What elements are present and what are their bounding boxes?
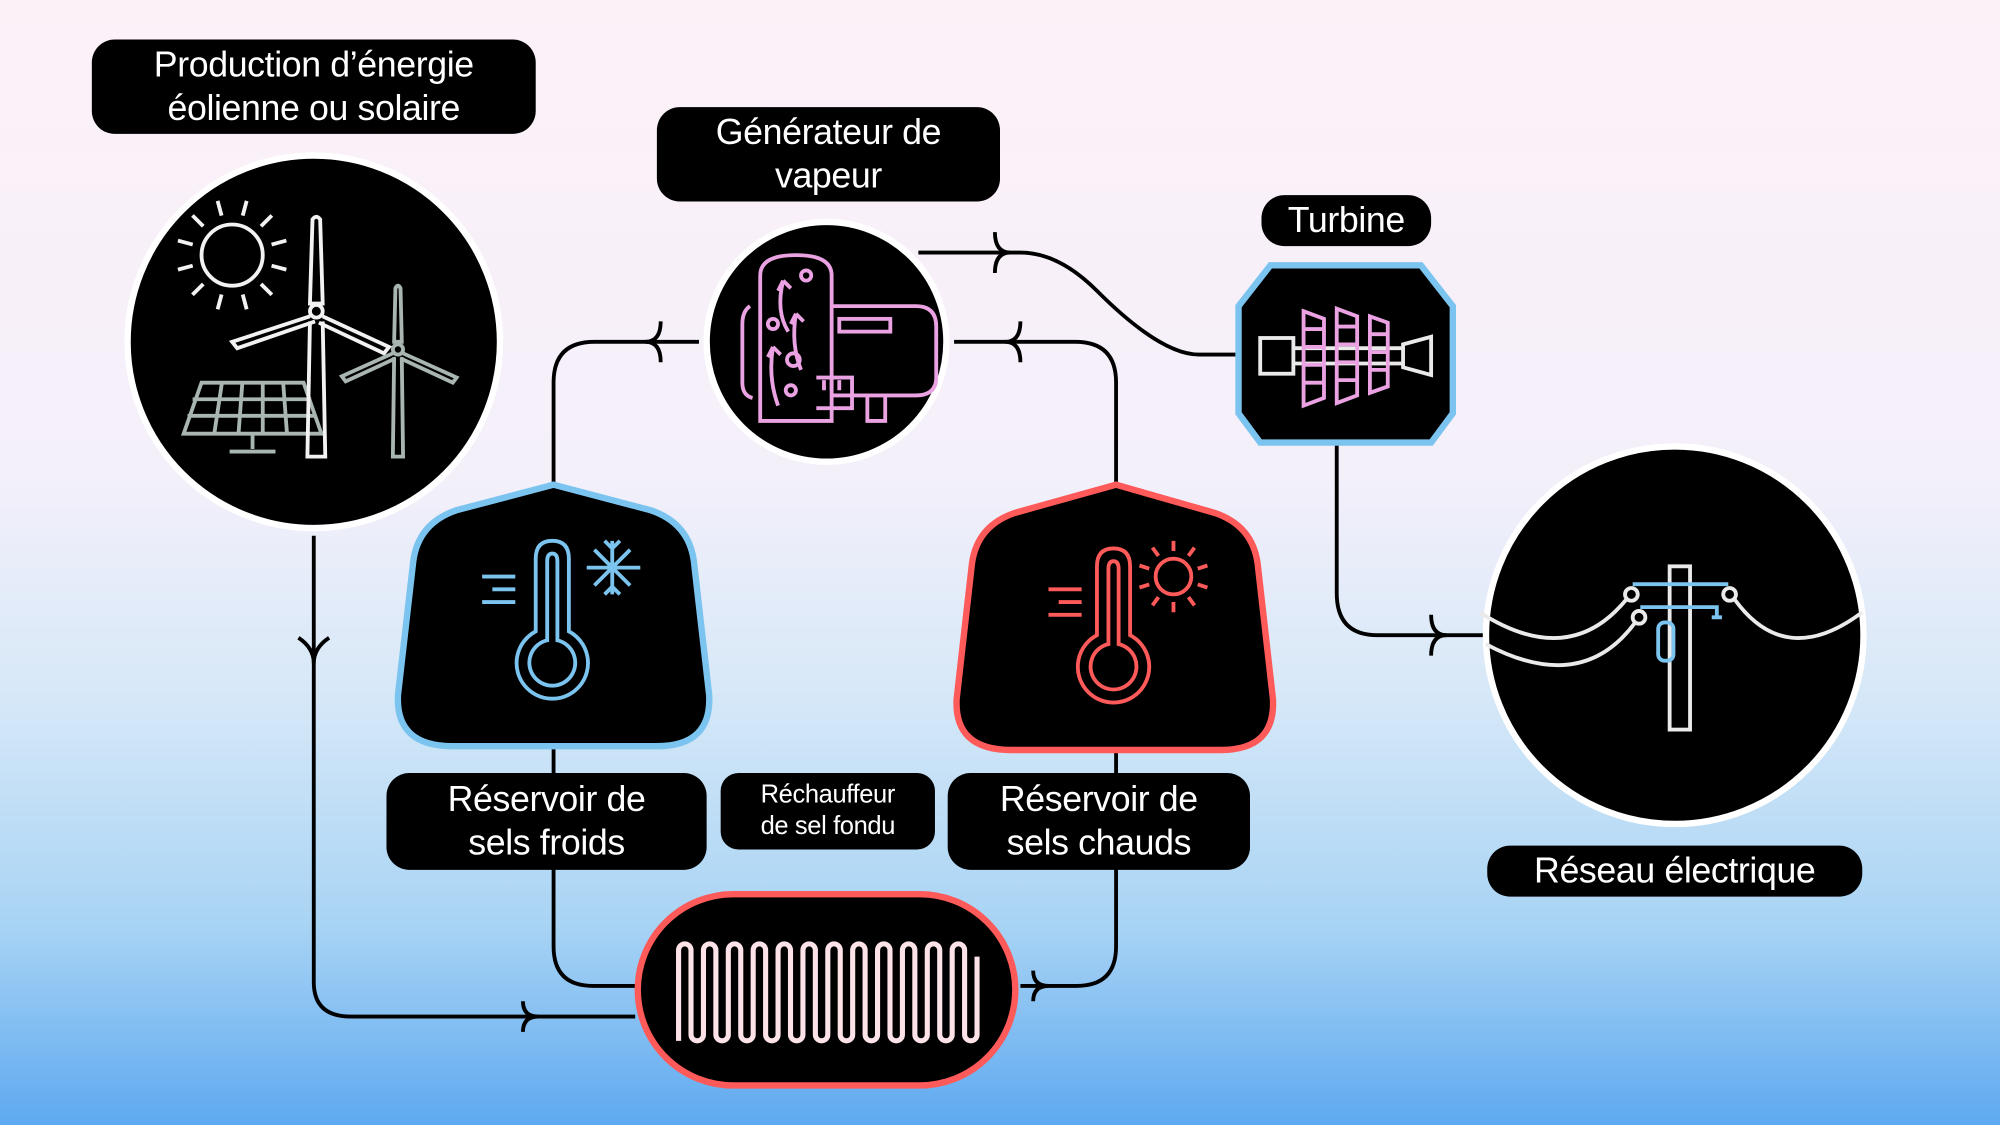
label-heater: Réchauffeur de sel fondu [720, 772, 935, 850]
wind-turbine-small-icon [338, 283, 460, 459]
arrow-icon [1429, 614, 1447, 656]
connector-steam-to-turbine [918, 250, 1238, 357]
wind-turbine-icon [228, 214, 393, 459]
arrow-icon [297, 636, 331, 664]
sun-hot-icon [1138, 540, 1209, 613]
turbine-node [1235, 262, 1456, 446]
label-line: vapeur [774, 155, 882, 196]
connector-turbine-to-grid [1334, 443, 1486, 638]
arrow-icon [521, 1001, 539, 1032]
hot-thermometer-icon [1048, 546, 1152, 705]
label-cold-tank: Réservoir de sels froids [386, 772, 707, 870]
steam-generator-node [703, 218, 950, 465]
label-turbine: Turbine [1261, 195, 1432, 247]
connector-heater-to-hot [1020, 749, 1118, 988]
sun-ray [177, 200, 287, 310]
molten-salt-heater-node [634, 890, 1019, 1089]
power-grid-node [1478, 443, 1867, 828]
connectors [297, 232, 1486, 1032]
label-power-grid: Réseau électrique [1487, 845, 1863, 897]
label-line: de sel fondu [760, 812, 896, 841]
label-line: Réchauffeur [760, 780, 896, 809]
label-line: Production d’énergie [153, 44, 474, 85]
label-renewable-production: Production d’énergie éolienne ou solaire [91, 39, 536, 134]
connector-energy-to-heater [311, 535, 636, 1019]
arrow-icon [1004, 321, 1023, 363]
connector-steam-to-hot [954, 339, 1118, 483]
connector-cold-to-heater [551, 746, 636, 988]
label-line: Réseau électrique [1534, 850, 1816, 891]
label-steam-generator: Générateur de vapeur [656, 107, 1000, 202]
arrow-icon [992, 232, 1011, 274]
label-line: sels froids [468, 822, 625, 863]
connector-cold-to-steam [551, 339, 699, 483]
sun-ray [1138, 540, 1209, 613]
label-line: Réservoir de [447, 779, 646, 819]
heating-coil-icon [676, 941, 980, 1044]
cold-salt-tank-node [394, 481, 713, 750]
sun-icon [177, 200, 287, 310]
steam-generator-icon [740, 253, 939, 423]
label-line: éolienne ou solaire [167, 88, 461, 128]
label-line: Turbine [1287, 200, 1405, 240]
renewable-energy-node [124, 152, 504, 532]
turbine-icon [1258, 305, 1434, 409]
solar-panel-icon [180, 380, 325, 454]
label-hot-tank: Réservoir de sels chauds [947, 772, 1250, 870]
power-pole-icon [1478, 564, 1864, 732]
label-line: Réservoir de [999, 779, 1198, 819]
label-line: Générateur de [715, 112, 942, 152]
cold-thermometer-icon [482, 538, 590, 701]
arrow-icon [645, 321, 663, 363]
label-line: sels chauds [1006, 822, 1192, 863]
snowflake-icon [586, 539, 641, 596]
hot-salt-tank-node [953, 481, 1277, 754]
